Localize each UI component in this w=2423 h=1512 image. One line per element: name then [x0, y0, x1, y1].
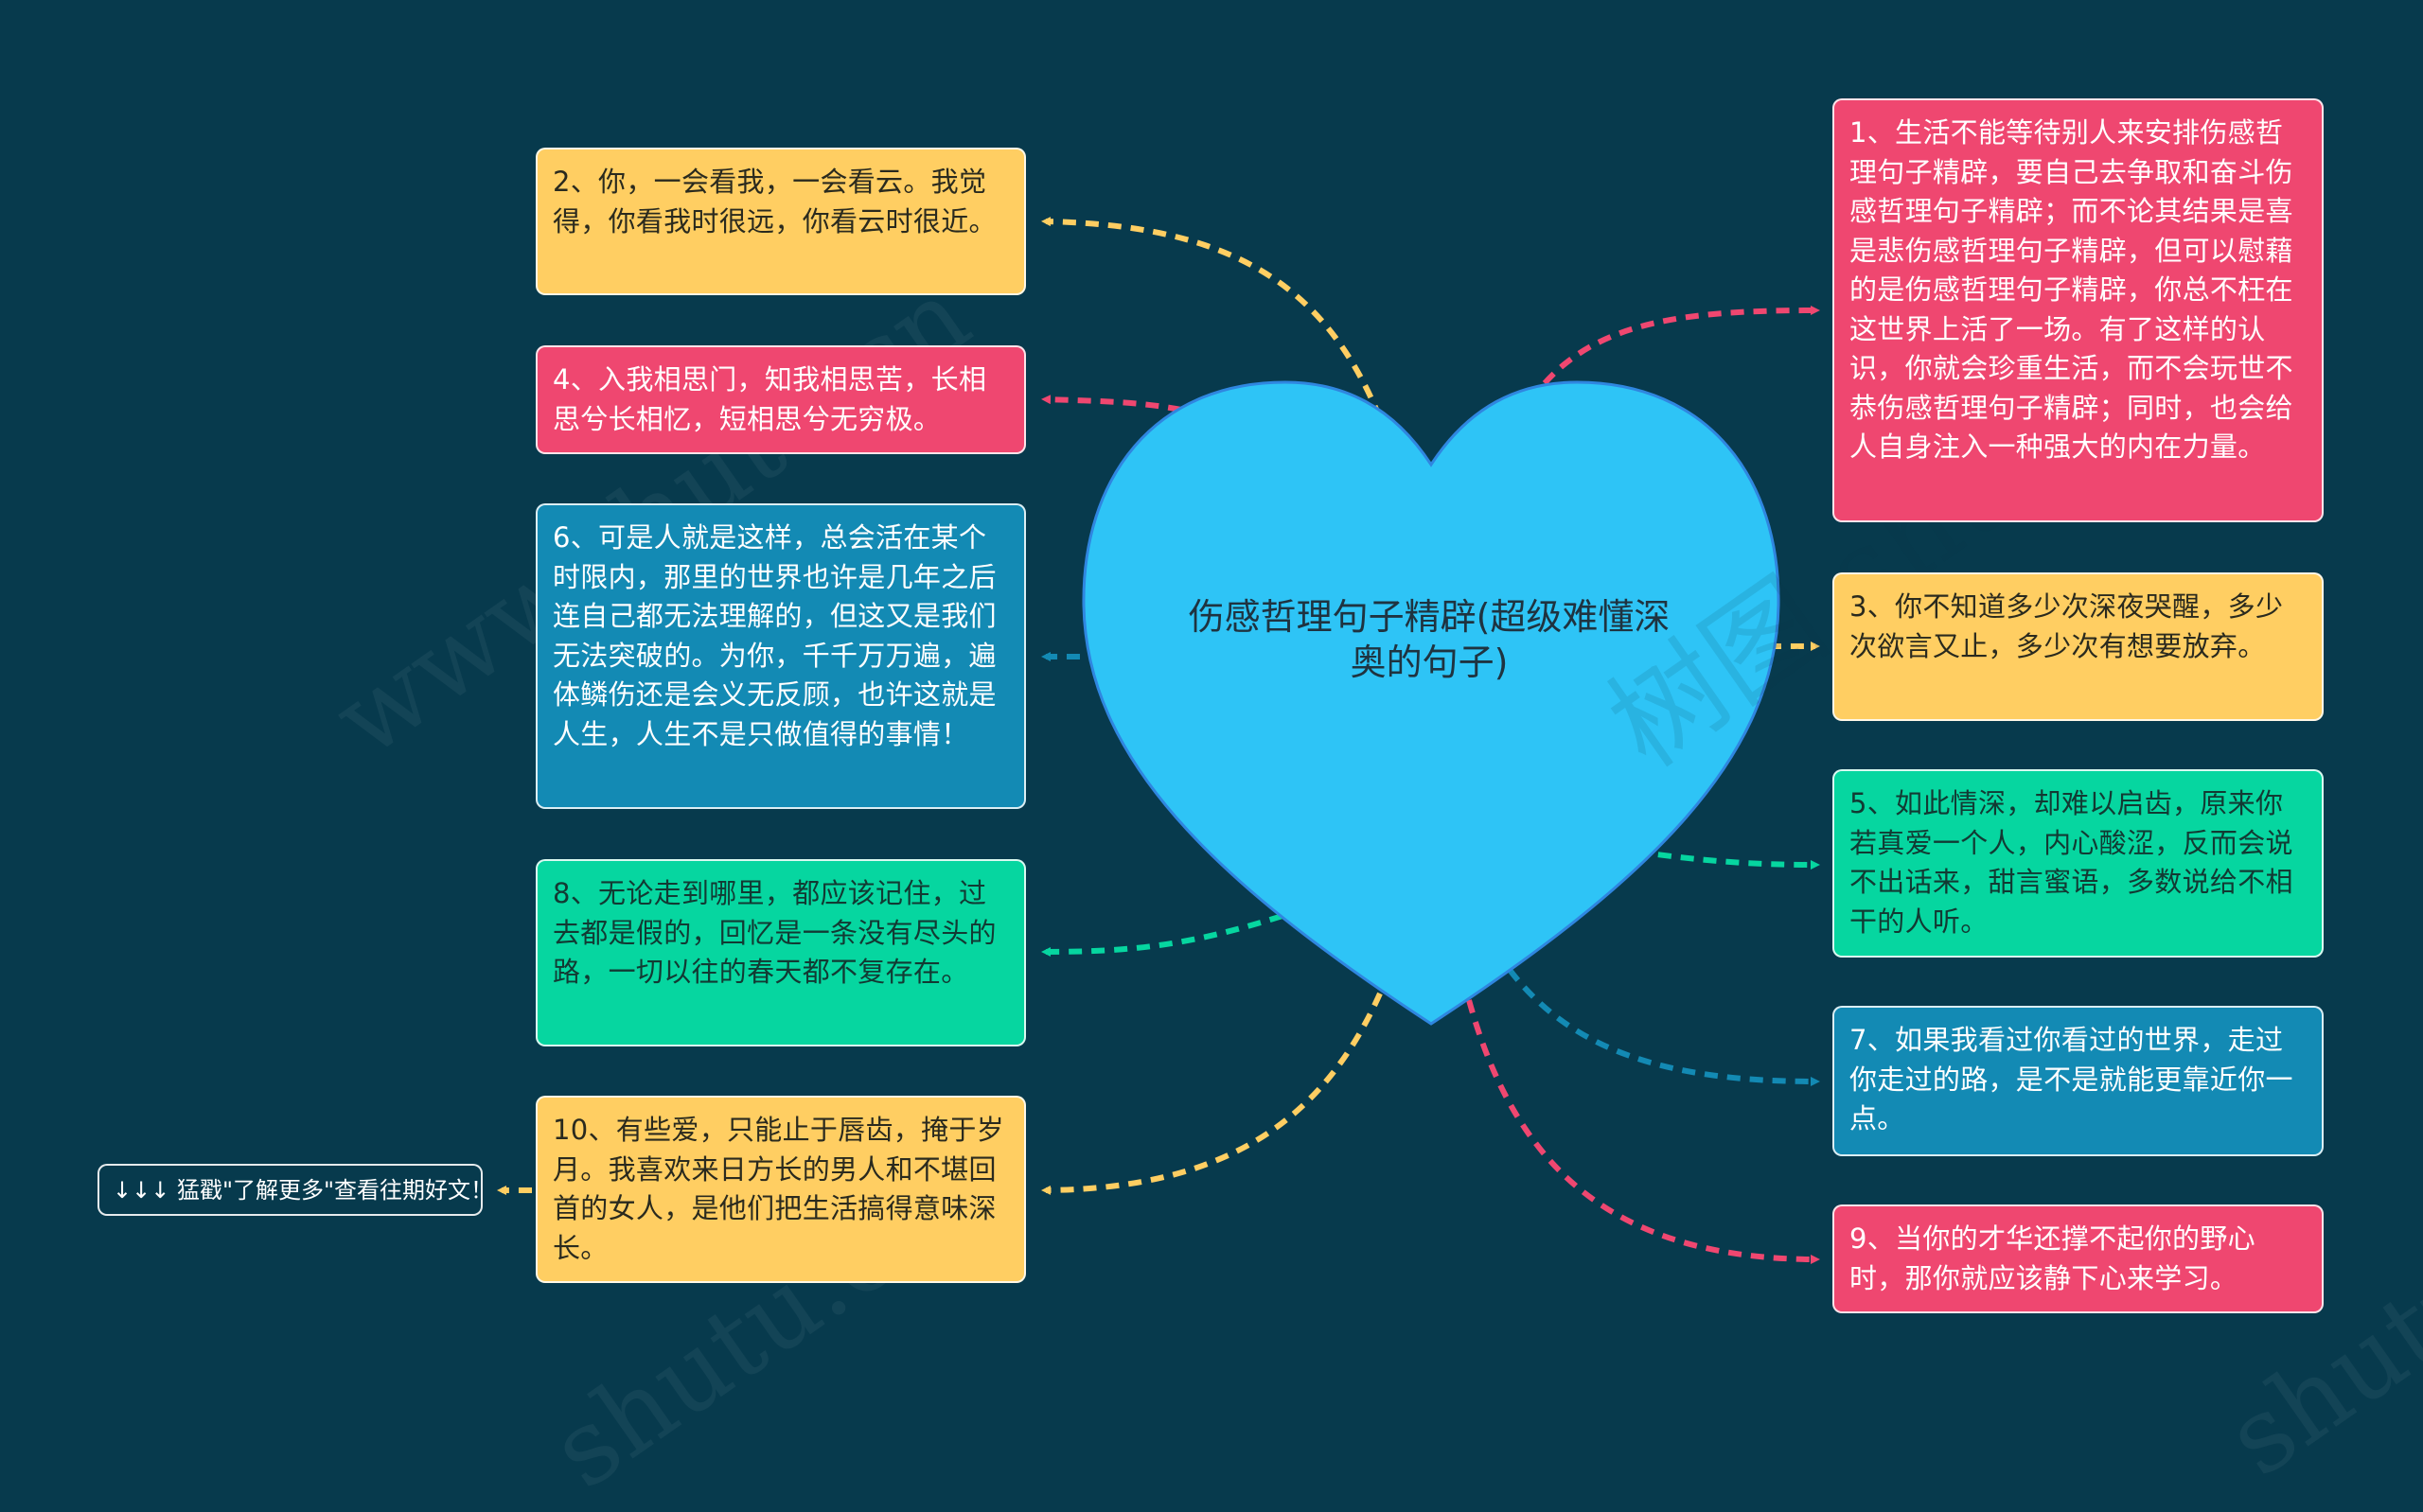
node-7[interactable]: 7、如果我看过你看过的世界，走过你走过的路，是不是就能更靠近你一点。	[1832, 1006, 2324, 1156]
connector-8	[1041, 913, 1283, 957]
node-10[interactable]: 10、有些爱，只能止于唇齿，掩于岁月。我喜欢来日方长的男人和不堪回首的女人，是他…	[536, 1096, 1026, 1283]
more-articles-link[interactable]: ↓↓↓ 猛戳"了解更多"查看往期好文！	[97, 1164, 493, 1216]
connector-layer	[497, 217, 1820, 1264]
node-text: 3、你不知道多少次深夜哭醒，多少次欲言又止，多少次有想要放弃。	[1849, 590, 2284, 662]
node-3[interactable]: 3、你不知道多少次深夜哭醒，多少次欲言又止，多少次有想要放弃。	[1832, 572, 2324, 721]
connector-2	[1041, 217, 1383, 420]
node-5[interactable]: 5、如此情深，却难以启齿，原来你若真爱一个人，内心酸涩，反而会说不出话来，甜言蜜…	[1832, 769, 2324, 958]
heart-icon	[1082, 380, 1780, 1026]
connector-10	[1041, 992, 1383, 1195]
node-text: 8、无论走到哪里，都应该记住，过去都是假的，回忆是一条没有尽头的路，一切以往的春…	[553, 877, 997, 988]
node-text: 5、如此情深，却难以启齿，原来你若真爱一个人，内心酸涩，反而会说不出话来，甜言蜜…	[1849, 787, 2293, 938]
node-1[interactable]: 1、生活不能等待别人来安排伤感哲理句子精辟，要自己去争取和奋斗伤感哲理句子精辟；…	[1832, 98, 2324, 522]
node-2[interactable]: 2、你，一会看我，一会看云。我觉得，你看我时很远，你看云时很近。	[536, 148, 1026, 295]
node-4[interactable]: 4、入我相思门，知我相思苦，长相思兮长相忆，短相思兮无穷极。	[536, 345, 1026, 454]
node-9[interactable]: 9、当你的才华还撑不起你的野心时，那你就应该静下心来学习。	[1832, 1204, 2324, 1313]
node-text: 10、有些爱，只能止于唇齿，掩于岁月。我喜欢来日方长的男人和不堪回首的女人，是他…	[553, 1114, 1005, 1264]
node-text: 6、可是人就是这样，总会活在某个时限内，那里的世界也许是几年之后连自己都无法理解…	[553, 521, 997, 750]
connector-7	[1507, 968, 1820, 1086]
node-text: 2、你，一会看我，一会看云。我觉得，你看我时很远，你看云时很近。	[553, 166, 997, 237]
connector-1	[1542, 306, 1820, 385]
connector-5	[1635, 849, 1820, 870]
connector-4	[1041, 395, 1182, 413]
node-text: 4、入我相思门，知我相思苦，长相思兮长相忆，短相思兮无穷极。	[553, 363, 987, 435]
node-text: 7、如果我看过你看过的世界，走过你走过的路，是不是就能更靠近你一点。	[1849, 1024, 2293, 1134]
node-6[interactable]: 6、可是人就是这样，总会活在某个时限内，那里的世界也许是几年之后连自己都无法理解…	[536, 503, 1026, 809]
node-8[interactable]: 8、无论走到哪里，都应该记住，过去都是假的，回忆是一条没有尽头的路，一切以往的春…	[536, 859, 1026, 1046]
more-link-text: ↓↓↓ 猛戳"了解更多"查看往期好文！	[113, 1177, 494, 1204]
connector-9	[1466, 999, 1820, 1264]
mindmap-canvas: www.shutu.cn shutu.cn shutu.cn 树图	[97, 98, 2423, 1512]
node-text: 9、当你的才华还撑不起你的野心时，那你就应该静下心来学习。	[1849, 1222, 2255, 1294]
central-topic[interactable]: 伤感哲理句子精辟(超级难懂深奥的句子)	[1188, 596, 1671, 683]
node-text: 1、生活不能等待别人来安排伤感哲理句子精辟，要自己去争取和奋斗伤感哲理句子精辟；…	[1849, 116, 2293, 463]
